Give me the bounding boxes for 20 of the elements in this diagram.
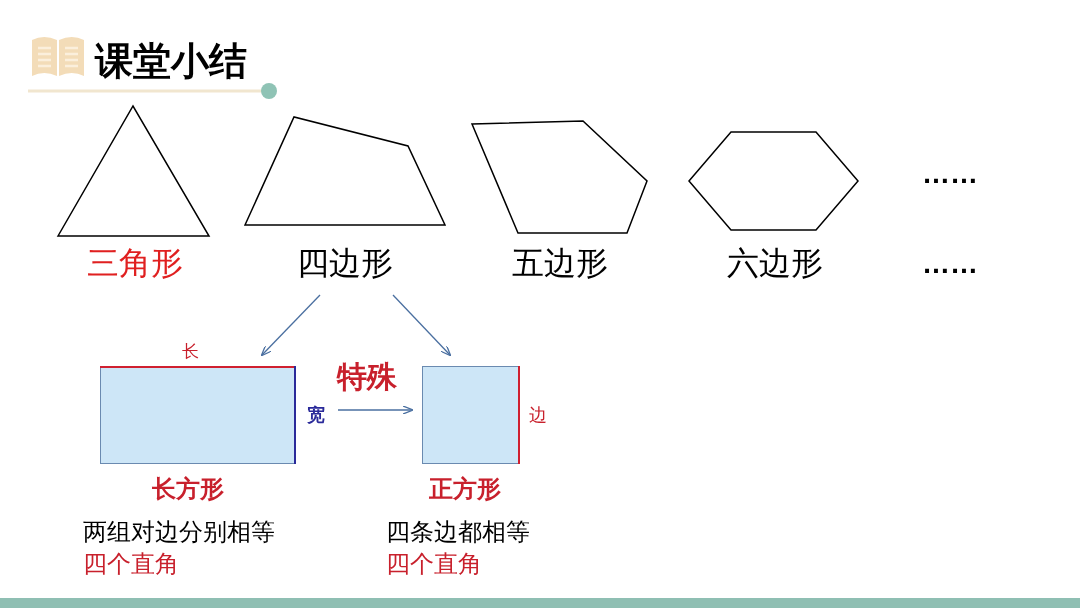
side-label: 边 xyxy=(529,406,547,424)
shape-name: 四边形 xyxy=(297,247,393,279)
side-label: 宽 xyxy=(307,406,325,424)
shape-name: 三角形 xyxy=(87,247,183,279)
ellipsis: …… xyxy=(922,250,978,278)
property-text: 四个直角 xyxy=(83,552,179,576)
ellipsis: …… xyxy=(922,160,978,188)
property-text: 两组对边分别相等 xyxy=(83,520,275,544)
title: 课堂小结 xyxy=(95,42,247,80)
shape-name: 五边形 xyxy=(512,247,608,279)
side-label: 长 xyxy=(182,343,199,360)
property-text: 四条边都相等 xyxy=(386,520,530,544)
arrow xyxy=(260,294,321,357)
edge-label: 特殊 xyxy=(337,362,397,392)
shape-name: 长方形 xyxy=(152,477,224,501)
property-text: 四个直角 xyxy=(386,552,482,576)
shape-name: 正方形 xyxy=(429,477,501,501)
arrow xyxy=(392,294,452,357)
shape-name: 六边形 xyxy=(727,247,823,279)
arrow xyxy=(337,405,414,415)
